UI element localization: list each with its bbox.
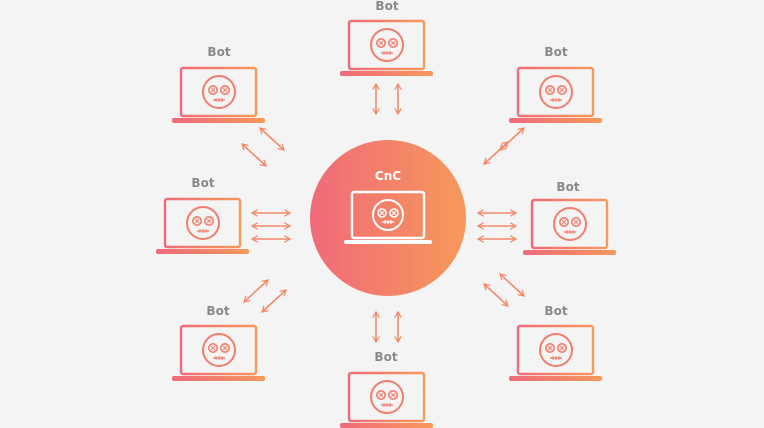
- laptop-icon: [156, 197, 249, 254]
- robot-face-icon: [553, 207, 587, 241]
- laptop-icon: [340, 371, 433, 428]
- bot-node-lower-left: Bot: [172, 304, 265, 381]
- bot-node-right: Bot: [523, 180, 616, 255]
- bot-label: Bot: [206, 304, 229, 318]
- arrow-upper-left-2: [259, 127, 285, 151]
- bot-node-lower-right: Bot: [509, 304, 602, 381]
- laptop-icon: [172, 324, 265, 381]
- arrow-lower-right-2: [499, 273, 525, 297]
- robot-face-icon: [186, 206, 220, 240]
- bot-label: Bot: [374, 350, 397, 364]
- cnc-node: CnC: [310, 140, 466, 296]
- laptop-icon: [509, 324, 602, 381]
- laptop-icon: [509, 66, 602, 123]
- bot-label: Bot: [191, 176, 214, 190]
- robot-face-icon: [539, 75, 573, 109]
- arrow-upper-left-1: [241, 143, 267, 167]
- cnc-laptop-icon: [344, 190, 432, 244]
- laptop-icon: [172, 66, 265, 123]
- cnc-label: CnC: [375, 169, 401, 183]
- cnc-circle: [310, 140, 466, 296]
- bot-node-left: Bot: [156, 176, 249, 254]
- bot-label: Bot: [375, 0, 398, 13]
- robot-face-icon: [370, 380, 404, 414]
- bot-node-upper-left: Bot: [172, 45, 265, 123]
- arrow-lower-left-2: [261, 289, 287, 313]
- robot-face-icon: [370, 28, 404, 62]
- bot-label: Bot: [207, 45, 230, 59]
- arrow-upper-right-2: [499, 127, 525, 151]
- robot-face-icon: [202, 333, 236, 367]
- arrow-lower-left-1: [243, 279, 269, 303]
- connection-arrows: [241, 82, 525, 344]
- bot-node-bottom: Bot: [340, 350, 433, 428]
- bot-label: Bot: [544, 45, 567, 59]
- cnc-robot-face-icon: [372, 199, 404, 231]
- bot-node-upper-right: Bot: [509, 45, 602, 123]
- bot-label: Bot: [544, 304, 567, 318]
- robot-face-icon: [539, 333, 573, 367]
- laptop-icon: [523, 198, 616, 255]
- robot-face-icon: [202, 75, 236, 109]
- laptop-icon: [340, 19, 433, 76]
- bot-label: Bot: [556, 180, 579, 194]
- arrow-lower-right-1: [483, 283, 509, 307]
- bot-node-top: Bot: [340, 0, 433, 76]
